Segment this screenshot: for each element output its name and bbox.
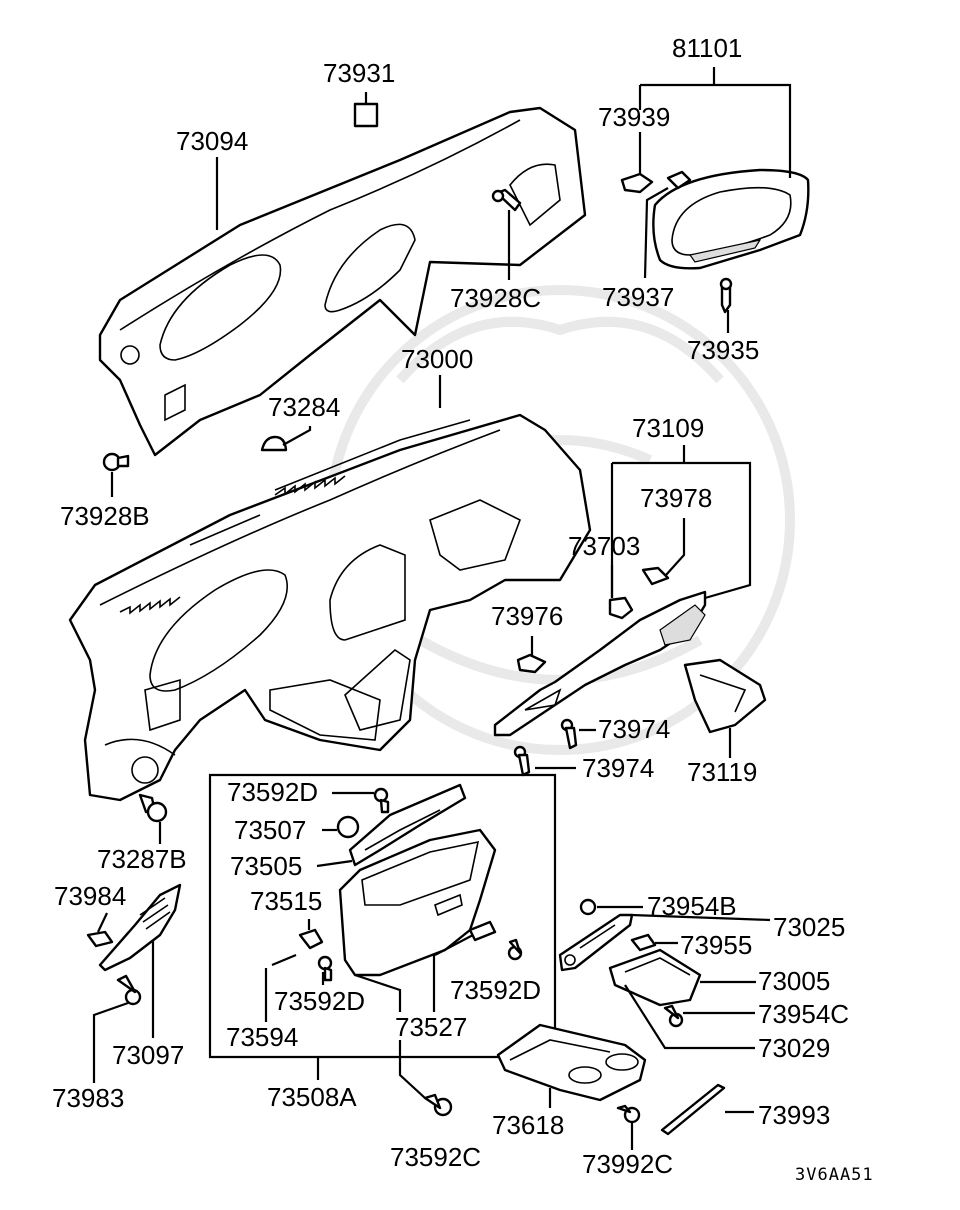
- screw-73954C: [663, 1004, 684, 1028]
- label-73928B: 73928B: [60, 501, 150, 531]
- label-73954B: 73954B: [647, 891, 737, 921]
- screw-73992C: [616, 1104, 641, 1124]
- label-73505: 73505: [230, 851, 302, 881]
- label-73983: 73983: [52, 1083, 124, 1113]
- bolt-73287B: [138, 793, 168, 823]
- bolt-73284: [260, 435, 288, 452]
- rod-73594: [271, 953, 297, 967]
- label-73974-b: 73974: [582, 753, 654, 783]
- screw-73935: [719, 277, 733, 314]
- clip-73976: [516, 653, 547, 674]
- label-73094: 73094: [176, 126, 248, 156]
- label-73592D-c: 73592D: [450, 975, 541, 1005]
- label-73954C: 73954C: [758, 999, 849, 1029]
- label-73976: 73976: [491, 601, 563, 631]
- label-73928C: 73928C: [450, 283, 541, 313]
- label-73284: 73284: [268, 392, 340, 422]
- label-81101: 81101: [672, 33, 742, 63]
- screw-73974-b: [513, 745, 531, 777]
- main-dash-panel: [68, 413, 592, 802]
- screw-73592D-c: [507, 938, 523, 961]
- label-73992C: 73992C: [582, 1149, 673, 1179]
- lower-panel: [493, 590, 707, 737]
- label-73955: 73955: [680, 930, 752, 960]
- ashtray-73005: [608, 948, 702, 1007]
- pocket-73119: [683, 658, 767, 734]
- label-73508A: 73508A: [267, 1082, 357, 1112]
- label-73527: 73527: [395, 1012, 467, 1042]
- label-73592D-a: 73592D: [227, 777, 318, 807]
- label-73974-a: 73974: [598, 714, 670, 744]
- latch-73515: [298, 928, 324, 950]
- side-vent: [98, 883, 182, 972]
- label-73931: 73931: [323, 58, 395, 88]
- label-73005: 73005: [758, 966, 830, 996]
- label-73594: 73594: [226, 1022, 298, 1052]
- label-73097: 73097: [112, 1040, 184, 1070]
- clip-73931: [353, 102, 379, 128]
- clip-73703: [608, 596, 634, 620]
- screw-73592D-a: [373, 787, 390, 814]
- screw-73592C: [423, 1093, 453, 1117]
- label-73109: 73109: [632, 413, 704, 443]
- clip-73984: [86, 930, 114, 948]
- label-73592C: 73592C: [390, 1142, 481, 1172]
- label-73978: 73978: [640, 483, 712, 513]
- clip-73955: [630, 933, 657, 952]
- clip-73939: [620, 172, 654, 194]
- screw-73954B: [579, 898, 597, 916]
- cup-holder: [496, 1023, 647, 1102]
- screw-73592D-b: [317, 955, 333, 982]
- label-73993: 73993: [758, 1100, 830, 1130]
- strip-73993: [660, 1083, 726, 1136]
- bumper-73507: [336, 815, 360, 839]
- label-73029: 73029: [758, 1033, 830, 1063]
- label-73935: 73935: [687, 335, 759, 365]
- glove-box-hinge: [348, 783, 467, 867]
- label-73984: 73984: [54, 881, 126, 911]
- diagram-code: 3V6AA51: [795, 1165, 874, 1185]
- screw-73983: [116, 974, 142, 1006]
- label-73000: 73000: [401, 344, 473, 374]
- clip-73978: [641, 566, 670, 586]
- label-73939: 73939: [598, 102, 670, 132]
- clip-73937: [666, 170, 692, 190]
- label-73592D-b: 73592D: [274, 986, 365, 1016]
- label-73937: 73937: [602, 282, 674, 312]
- label-73507: 73507: [234, 815, 306, 845]
- screw-73974-a: [560, 718, 578, 750]
- leader-lines: [92, 67, 792, 1150]
- trim-73025: [558, 913, 634, 972]
- lock-73592D: [468, 920, 497, 942]
- screw-73928C: [491, 188, 522, 212]
- part-labels: 81101 73931 73094 73939 73928C 73937 739…: [52, 33, 874, 1185]
- meter-hood: [652, 168, 810, 270]
- upper-dash-cover: [98, 106, 587, 457]
- screw-73928B: [102, 452, 130, 472]
- label-73287B: 73287B: [97, 844, 187, 874]
- label-73618: 73618: [492, 1110, 564, 1140]
- label-73119: 73119: [687, 757, 757, 787]
- label-73515: 73515: [250, 886, 322, 916]
- glove-box: [338, 828, 497, 977]
- label-73025: 73025: [773, 912, 845, 942]
- label-73703: 73703: [568, 531, 640, 561]
